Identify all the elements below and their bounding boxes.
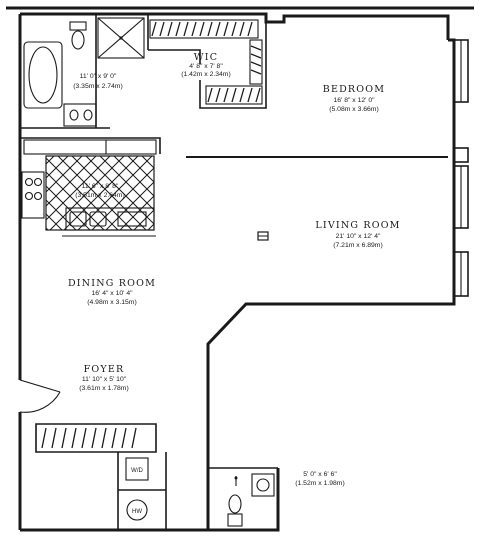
entry-door <box>19 379 61 413</box>
wic-dim-metric: (1.42m x 2.34m) <box>181 71 230 78</box>
toilet-tank <box>69 21 87 31</box>
living-room-dim-imperial: 21' 10" x 12' 4" <box>336 233 381 240</box>
kitchen-sink-left <box>69 211 87 227</box>
kitchen-tile-floor <box>45 155 155 231</box>
foyer-name: FOYER <box>84 364 125 375</box>
powder-dim-imperial: 5' 0" x 6' 6" <box>303 471 337 478</box>
washer-dryer-box <box>125 457 149 481</box>
kitchen-upper-wall <box>20 137 161 154</box>
wic-left-wall <box>148 49 201 64</box>
wic-right-wall <box>199 22 267 109</box>
bedroom-name: BEDROOM <box>323 84 385 95</box>
powder-sink-counter <box>251 473 275 497</box>
wic-hangers-top <box>151 21 253 37</box>
diagonal-wall <box>206 296 456 530</box>
foyer-dim-metric: (3.61m x 1.78m) <box>79 385 128 392</box>
kitchen-upper-cabinets <box>23 139 157 155</box>
window-bays <box>453 39 469 297</box>
wic-rod-bottom <box>205 85 263 105</box>
bedroom-dim-imperial: 16' 8" x 12' 0" <box>333 97 375 104</box>
dim-marker-dot <box>234 476 238 480</box>
wic-hangers-side <box>250 45 262 75</box>
room-labels: 11' 0" x 9' 0" (3.35m x 2.74m) WIC 4' 8"… <box>68 52 400 487</box>
wic-hangers-bottom <box>207 87 261 103</box>
foyer-dim-imperial: 11' 10" x 5' 10" <box>82 376 127 383</box>
wic-rod-side <box>249 39 263 85</box>
powder-toilet-tank <box>227 513 243 527</box>
dining-room-dim-imperial: 16' 4" x 10' 4" <box>91 290 133 297</box>
living-room-name: LIVING ROOM <box>315 220 400 231</box>
bath-fixtures <box>23 17 145 127</box>
living-room-dim-metric: (7.21m x 6.89m) <box>333 242 382 249</box>
kitchen-dim-imperial: 11' 6" x 8' 8" <box>82 183 119 190</box>
sink-left <box>69 109 79 121</box>
kitchen <box>21 139 157 237</box>
top-wall <box>20 12 450 40</box>
burner <box>24 177 34 187</box>
bathtub-basin <box>28 46 58 104</box>
window-pier <box>453 147 469 163</box>
powder-sink <box>256 478 270 492</box>
foyer-closet <box>35 423 157 453</box>
wic-dim-imperial: 4' 8" x 7' 8" <box>189 63 223 70</box>
wic-rod-top <box>149 19 259 39</box>
water-heater <box>126 499 148 521</box>
bottom-wall-powder <box>208 468 280 532</box>
burner <box>33 191 43 201</box>
kitchen-counter <box>65 207 155 231</box>
kitchen-sink-right <box>89 211 107 227</box>
entry-door-swing <box>19 391 61 413</box>
bedroom-dim-metric: (5.08m x 3.66m) <box>329 106 378 113</box>
vanity <box>63 103 97 127</box>
entry-door-leaf <box>19 379 61 393</box>
burner <box>24 191 34 201</box>
bath-dim-metric: (3.35m x 2.74m) <box>73 83 122 90</box>
foyer-closet-hangers <box>41 427 137 449</box>
dishwasher <box>117 211 147 227</box>
sink-right <box>83 109 93 121</box>
washer-dryer-label: W/D <box>131 468 143 474</box>
bath-dim-imperial: 11' 0" x 9' 0" <box>80 73 117 80</box>
shower <box>97 17 145 59</box>
shower-drain <box>119 36 123 40</box>
toilet-bowl <box>71 30 85 50</box>
kitchen-stove <box>21 171 45 219</box>
powder-room-fixtures <box>227 473 275 527</box>
wic-name: WIC <box>194 52 218 63</box>
utility-closets: W/D HW <box>125 457 149 521</box>
powder-dim-metric: (1.52m x 1.98m) <box>295 480 344 487</box>
right-wall-upper <box>448 38 456 296</box>
dining-room-name: DINING ROOM <box>68 278 156 289</box>
bathtub <box>23 41 63 109</box>
burner <box>33 177 43 187</box>
powder-toilet-bowl <box>228 494 242 514</box>
interior-walls <box>20 14 448 530</box>
water-heater-label: HW <box>132 509 142 515</box>
dining-room-dim-metric: (4.98m x 3.15m) <box>87 299 136 306</box>
wic-closet <box>149 19 263 105</box>
kitchen-dim-metric: (3.51m x 2.64m) <box>75 192 124 199</box>
